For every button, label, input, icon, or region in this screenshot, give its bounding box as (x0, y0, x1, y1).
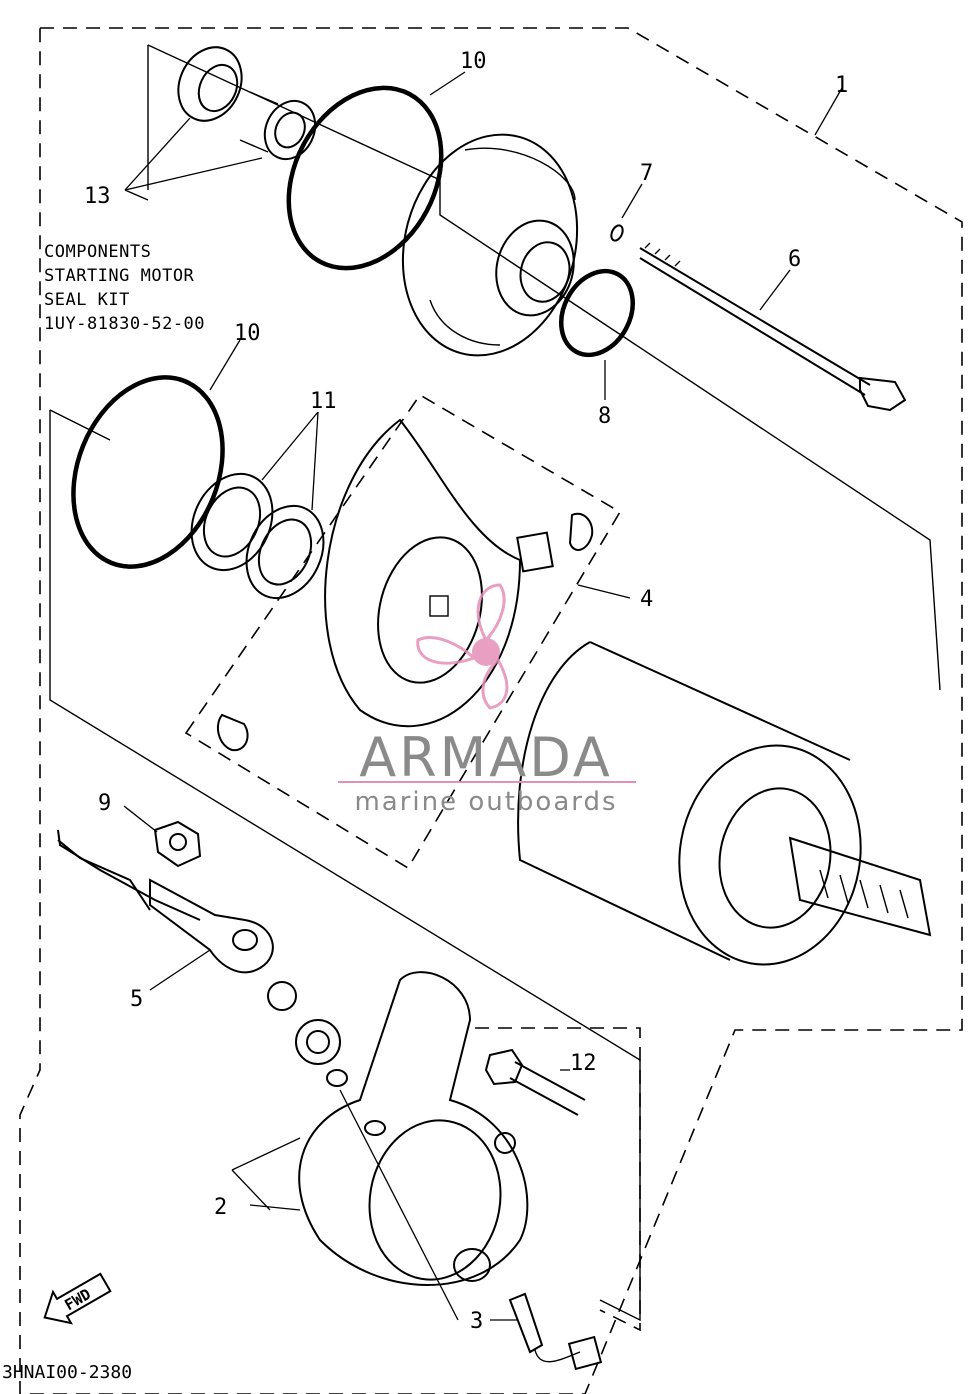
drawing-code: 3HNAI00-2380 (2, 1362, 132, 1383)
callout-13: 13 (84, 184, 111, 209)
lead-wire (57, 829, 274, 974)
armada-watermark: ARMADA marine outboards (338, 583, 636, 817)
nut (153, 820, 202, 868)
seal-kit-outline-lower (49, 410, 641, 1322)
seal-kit-outline-upper (147, 44, 941, 691)
o-ring-large-lower (71, 375, 225, 569)
propeller-logo-icon (416, 583, 509, 710)
kit-note-line-3: SEAL KIT (44, 290, 130, 310)
front-cover-group-box (475, 1027, 641, 1332)
through-bolt (639, 242, 907, 412)
callout-7: 7 (640, 161, 653, 186)
armature-yoke (517, 641, 932, 966)
oil-seal (177, 46, 243, 122)
kit-note-line-2: STARTING MOTOR (44, 266, 195, 286)
kit-note-line-1: COMPONENTS (44, 242, 151, 262)
fwd-label: FWD (61, 1285, 93, 1314)
callout-10-upper: 10 (460, 49, 487, 74)
callout-6: 6 (788, 247, 801, 272)
o-ring-medium (559, 268, 635, 358)
callout-10-lower: 10 (234, 321, 261, 346)
leader-lines (123, 71, 843, 1321)
callout-2: 2 (214, 1195, 227, 1220)
seal-kit-note: COMPONENTS STARTING MOTOR SEAL KIT 1UY-8… (44, 242, 205, 334)
front-cover-bracket (267, 971, 529, 1286)
callout-11: 11 (310, 389, 337, 414)
washers (190, 472, 325, 600)
callout-3: 3 (470, 1309, 483, 1334)
callout-12: 12 (570, 1051, 597, 1076)
small-o-ring (610, 224, 624, 242)
callout-1: 1 (835, 73, 848, 98)
watermark-tagline: marine outboards (354, 787, 617, 817)
callout-5: 5 (130, 987, 143, 1012)
rear-cover (401, 133, 579, 357)
brush-holder-plate (216, 418, 594, 752)
o-ring-large-upper (286, 85, 444, 271)
watermark-brand: ARMADA (359, 726, 613, 789)
assembly-boundary (19, 27, 963, 1394)
callout-4: 4 (640, 587, 653, 612)
callout-9: 9 (98, 791, 111, 816)
brush-lead (508, 1292, 603, 1371)
fwd-arrow-icon: FWD (43, 1272, 112, 1325)
callout-8: 8 (598, 404, 611, 429)
kit-note-line-4: 1UY-81830-52-00 (44, 314, 205, 334)
mounting-bolt (484, 1048, 586, 1116)
needle-bearing (239, 91, 317, 161)
